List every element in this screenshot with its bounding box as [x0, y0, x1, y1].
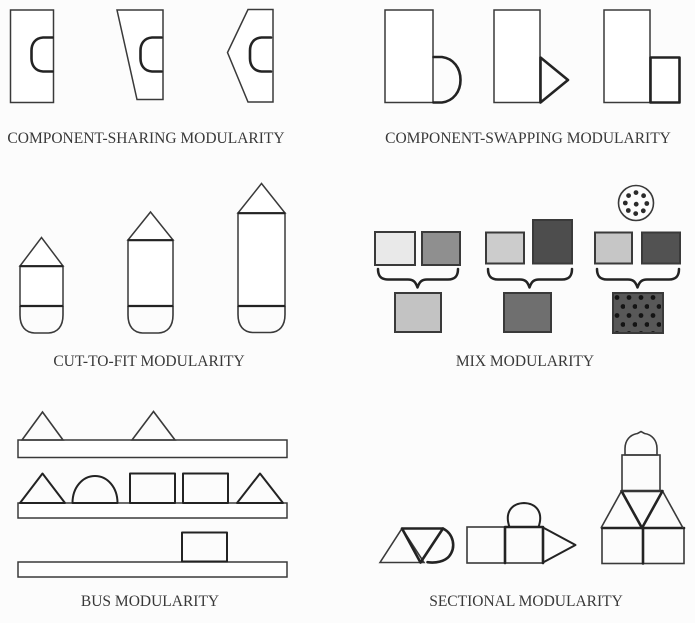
section-triangle-up [378, 527, 426, 564]
combine-brace [376, 267, 460, 289]
label-mix: MIX MODULARITY [455, 353, 595, 370]
bus-bar [17, 561, 288, 578]
circle-dot [644, 201, 650, 206]
circle-dot [622, 200, 628, 206]
label-bus: BUS MODULARITY [80, 593, 220, 610]
section-dome [506, 502, 542, 528]
section-joint-edges [503, 525, 545, 565]
dotted-circle-outline [617, 184, 655, 222]
mix-input-square [374, 231, 416, 266]
panel-component-swapping [384, 9, 681, 104]
mix-input-square [421, 231, 461, 266]
base-rectangle [384, 9, 434, 104]
section-triangle-right [542, 526, 577, 564]
label-cut-to-fit: CUT-TO-FIT MODULARITY [53, 353, 245, 370]
bus-module-triangle [19, 472, 66, 504]
bus-bar [17, 439, 288, 459]
section-triangle-down [620, 489, 664, 530]
circle-dot [633, 201, 639, 207]
pencil-body [237, 212, 286, 307]
bus-module-triangle [20, 410, 65, 441]
combine-brace [595, 267, 681, 289]
pencil-nose [237, 306, 286, 334]
section-halfdisc [426, 527, 455, 564]
section-triangle-down [400, 527, 445, 564]
bus-module-rectangle [129, 472, 176, 504]
pencil-body [19, 265, 64, 307]
bus-module-rectangle [181, 531, 228, 563]
combine-brace [486, 267, 574, 289]
section-outer-slant [661, 490, 684, 529]
panel-bus [17, 410, 288, 578]
circle-dot [641, 193, 646, 199]
mix-input-square [485, 231, 525, 265]
mix-input-square [641, 231, 681, 265]
circle-dot [633, 211, 639, 217]
pencil-cap-triangle [236, 182, 287, 214]
bus-module-rectangle [182, 472, 229, 504]
label-sectional: SECTIONAL MODULARITY [429, 593, 623, 610]
section-dome [624, 430, 658, 456]
section-outer-slant [600, 490, 623, 529]
mix-result-square [503, 292, 552, 333]
pencil-cap-triangle [126, 210, 175, 241]
dotted-circle-component [617, 184, 655, 222]
circle-dot [640, 208, 646, 214]
swap-component-rectangle [649, 56, 681, 104]
mix-result-square-dotted [612, 292, 664, 334]
bus-bar [17, 502, 288, 519]
pencil-nose [19, 306, 64, 334]
section-square [504, 526, 544, 564]
mix-input-square [532, 219, 573, 265]
pencil-nose [127, 306, 174, 334]
bus-module-triangle [236, 472, 284, 504]
label-component-sharing: COMPONENT-SHARING MODULARITY [7, 130, 285, 147]
panel-cut-to-fit [18, 182, 287, 334]
bus-module-triangle [130, 410, 177, 441]
circle-dot [625, 208, 631, 213]
mix-result-square [394, 292, 442, 333]
swap-component-triangle [539, 56, 570, 104]
circle-dot [633, 190, 639, 196]
pencil-cap-triangle [18, 236, 65, 267]
panel-component-sharing [9, 8, 274, 104]
section-joint-edges [600, 526, 686, 565]
panel-sectional [378, 430, 686, 565]
pencil-body [127, 239, 174, 307]
section-square [621, 454, 661, 492]
section-square [466, 526, 506, 564]
label-component-swapping: COMPONENT-SWAPPING MODULARITY [385, 130, 671, 147]
swap-component-semicircle [432, 55, 462, 104]
base-rectangle [603, 9, 651, 104]
base-rectangle [493, 9, 541, 104]
panel-mix [374, 184, 681, 334]
mix-input-square [594, 231, 633, 265]
bus-module-semicircle [71, 475, 119, 504]
circle-dot [626, 193, 631, 199]
